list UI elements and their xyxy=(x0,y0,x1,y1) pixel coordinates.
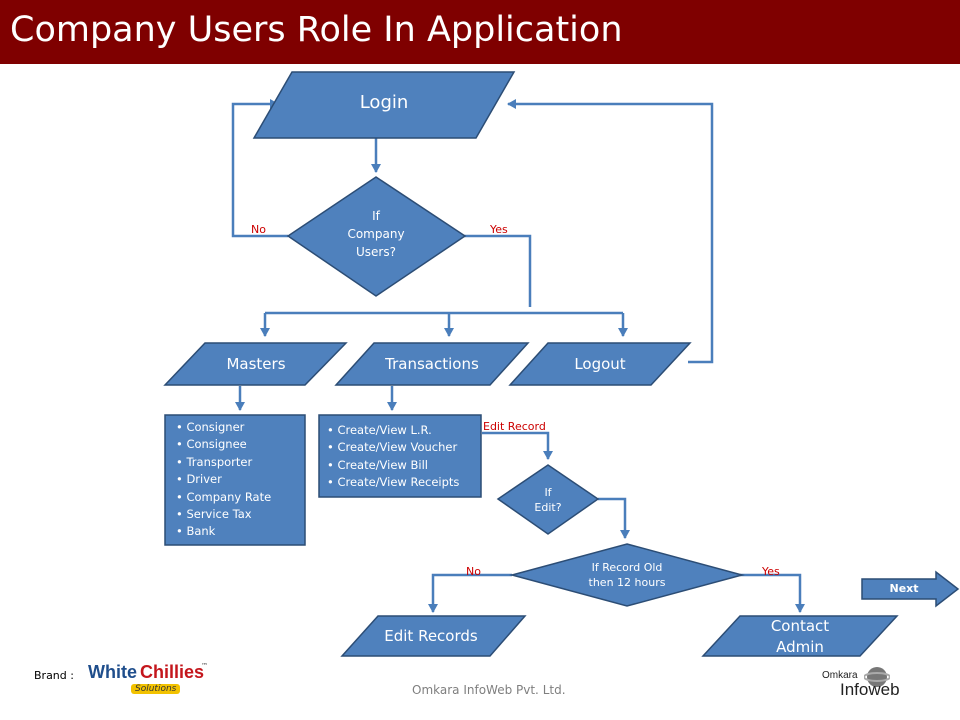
omkara-infoweb-logo: Omkara Infoweb xyxy=(820,664,940,704)
no-label: No xyxy=(251,223,266,236)
company-decision-line1: If xyxy=(372,209,380,223)
company-decision-shape xyxy=(286,176,467,297)
transactions-shape xyxy=(334,342,530,386)
connector-record-yes xyxy=(740,573,805,613)
list-item: Create/View Voucher xyxy=(327,439,459,456)
list-item: Create/View Receipts xyxy=(327,474,459,491)
list-item: Transporter xyxy=(176,454,271,471)
omkara-text: Omkara xyxy=(822,670,858,681)
company-decision-line3: Users? xyxy=(356,245,396,259)
connector-no-to-login xyxy=(231,99,288,238)
contact-admin-shape xyxy=(701,615,899,657)
masters-label: Masters xyxy=(226,355,286,373)
infoweb-text: Infoweb xyxy=(840,680,900,699)
logout-shape xyxy=(508,342,692,386)
contact-admin-line2: Admin xyxy=(776,638,824,656)
connector-logout-to-login xyxy=(507,99,714,364)
contact-admin-line1: Contact xyxy=(770,617,830,635)
brand-label: Brand : xyxy=(34,669,74,682)
transactions-label: Transactions xyxy=(385,355,479,373)
login-label: Login xyxy=(359,92,409,113)
company-decision-line2: Company xyxy=(347,227,405,241)
logo-white: White xyxy=(88,662,137,682)
list-item: Create/View Bill xyxy=(327,457,459,474)
yes-label: Yes xyxy=(490,223,508,236)
logo-solutions: Solutions xyxy=(131,684,181,694)
globe-icon xyxy=(864,667,890,687)
title-bar: Company Users Role In Application xyxy=(0,0,960,64)
list-item: Company Rate xyxy=(176,489,271,506)
login-shape xyxy=(252,71,516,139)
record-yes-label: Yes xyxy=(762,565,780,578)
record-no-label: No xyxy=(466,565,481,578)
list-item: Consigner xyxy=(176,419,271,436)
page-title: Company Users Role In Application xyxy=(10,10,623,50)
record-decision-line1: If Record Old xyxy=(591,561,663,574)
connector-edit-record xyxy=(482,431,553,460)
transactions-list: Create/View L.R. Create/View Voucher Cre… xyxy=(327,422,459,492)
logout-label: Logout xyxy=(574,355,626,373)
next-arrow-shape xyxy=(861,570,960,608)
record-decision-label: If Record Old then 12 hours xyxy=(567,560,687,590)
company-decision-label: If Company Users? xyxy=(326,207,426,261)
contact-admin-label: Contact Admin xyxy=(750,616,850,658)
edit-decision-label: If Edit? xyxy=(518,485,578,515)
record-decision-shape xyxy=(509,543,745,607)
edit-decision-line2: Edit? xyxy=(534,501,562,514)
list-item: Service Tax xyxy=(176,506,271,523)
edit-records-shape xyxy=(340,615,527,657)
next-button[interactable]: Next xyxy=(889,582,919,595)
company-name: Omkara InfoWeb Pvt. Ltd. xyxy=(412,683,566,697)
list-item: Bank xyxy=(176,523,271,540)
edit-decision-shape xyxy=(496,464,600,535)
connector-yes-down xyxy=(464,234,532,307)
edit-record-label: Edit Record xyxy=(483,420,546,433)
masters-list: Consigner Consignee Transporter Driver C… xyxy=(176,419,271,541)
connector-record-no xyxy=(428,573,512,613)
list-item: Driver xyxy=(176,471,271,488)
list-item: Consignee xyxy=(176,436,271,453)
connector-edit-to-record xyxy=(598,497,630,539)
list-item: Create/View L.R. xyxy=(327,422,459,439)
record-decision-line2: then 12 hours xyxy=(588,576,666,589)
whitechillies-logo: White Chillies ™ Solutions xyxy=(88,662,213,702)
edit-decision-line1: If xyxy=(544,486,552,499)
edit-records-label: Edit Records xyxy=(384,627,478,645)
masters-shape xyxy=(163,342,348,386)
logo-chillies: Chillies xyxy=(140,662,205,682)
logo-tm: ™ xyxy=(201,662,208,670)
